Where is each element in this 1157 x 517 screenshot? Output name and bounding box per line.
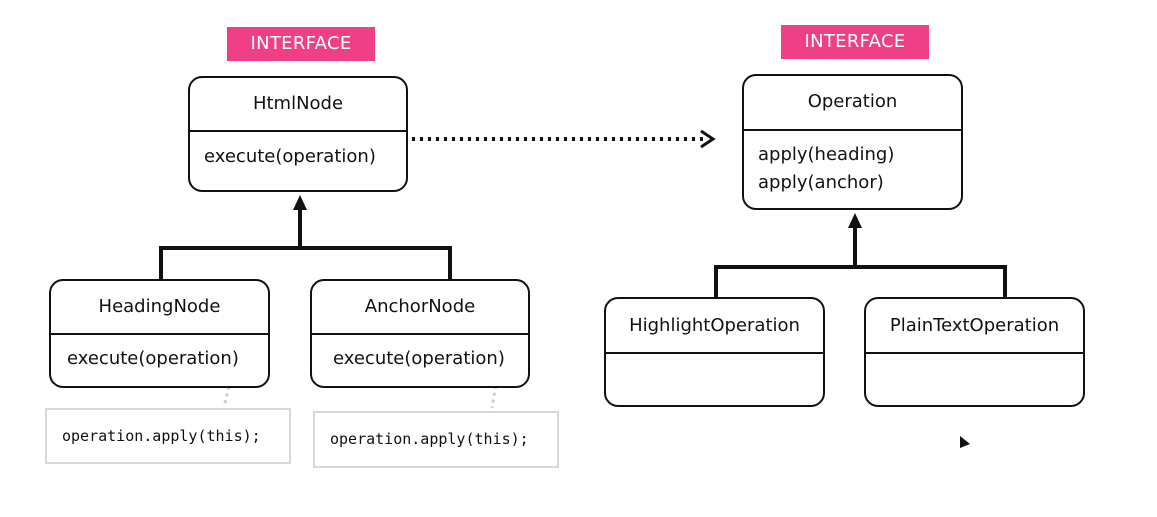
heading-node-code-note: operation.apply(this); [45, 408, 291, 464]
left-inheritance-arrowhead [293, 195, 307, 210]
heading-node-methods: execute(operation) [51, 335, 268, 373]
right-inheritance-arrowhead [848, 213, 862, 228]
html-node-method: execute(operation) [204, 146, 376, 167]
highlight-operation-box: HighlightOperation [604, 297, 825, 407]
left-inheritance-connector [159, 208, 452, 280]
operation-method-anchor: apply(anchor) [758, 172, 884, 193]
anchor-note-connector [490, 371, 500, 409]
operation-methods: apply(heading) apply(anchor) [744, 131, 961, 197]
operation-method-heading: apply(heading) [758, 144, 895, 165]
anchor-node-box: AnchorNode execute(operation) [310, 279, 530, 388]
html-node-interface-box: HtmlNode execute(operation) [188, 76, 408, 192]
heading-node-method: execute(operation) [67, 348, 239, 369]
html-node-interface-badge: INTERFACE [227, 27, 375, 61]
html-node-methods: execute(operation) [190, 132, 406, 171]
operation-interface-box: Operation apply(heading) apply(anchor) [742, 74, 963, 210]
dependency-arrowhead [700, 129, 716, 149]
heading-node-title: HeadingNode [51, 281, 268, 335]
anchor-node-code-note: operation.apply(this); [313, 411, 559, 468]
anchor-node-title: AnchorNode [312, 281, 528, 335]
right-inheritance-connector [714, 226, 1007, 298]
operation-interface-badge: INTERFACE [781, 25, 929, 59]
anchor-node-methods: execute(operation) [312, 335, 528, 373]
anchor-node-method: execute(operation) [333, 348, 505, 369]
heading-node-box: HeadingNode execute(operation) [49, 279, 270, 388]
plain-text-operation-box: PlainTextOperation [864, 297, 1085, 407]
html-node-title: HtmlNode [190, 78, 406, 132]
operation-title: Operation [744, 76, 961, 131]
heading-note-connector [222, 372, 234, 408]
mouse-cursor-icon [960, 436, 970, 448]
plain-text-operation-title: PlainTextOperation [866, 299, 1083, 354]
highlight-operation-title: HighlightOperation [606, 299, 823, 354]
